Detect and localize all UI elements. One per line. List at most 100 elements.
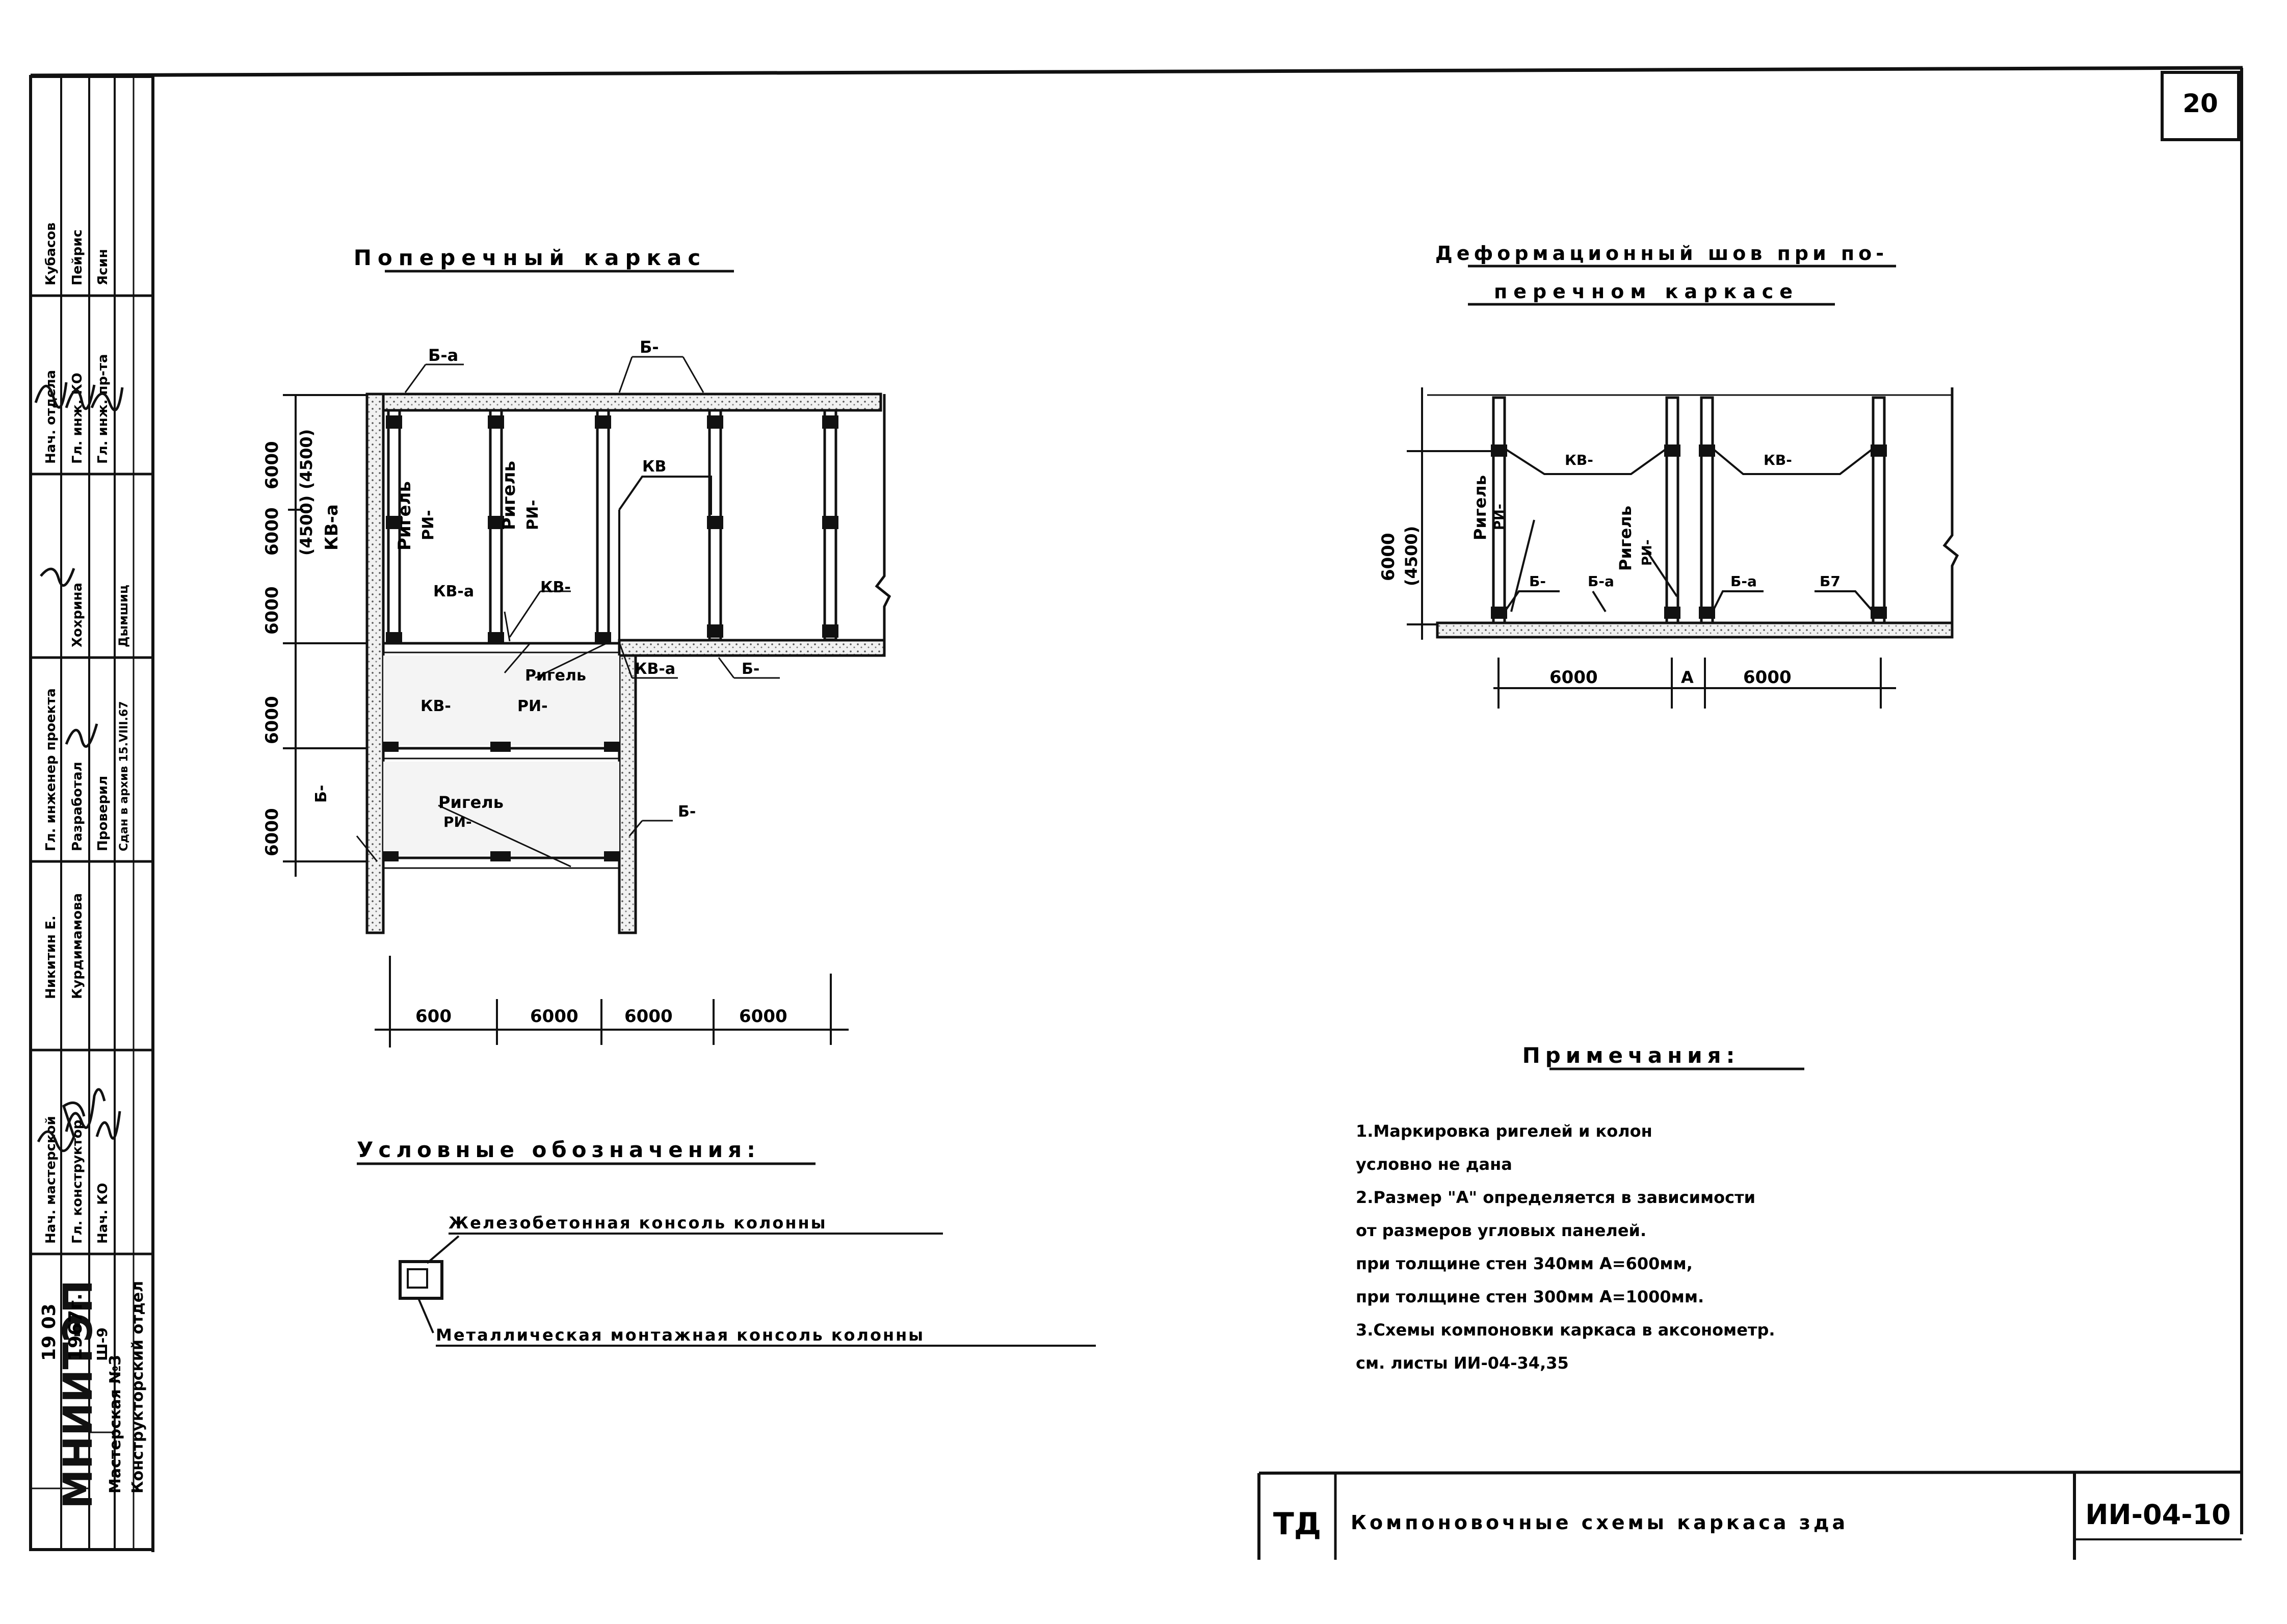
dim-h-3: 6000 xyxy=(624,1006,673,1027)
legend-title: Условные обозначения: xyxy=(357,1137,760,1162)
notes-line-1: 1.Маркировка ригелей и колон xyxy=(1356,1121,1652,1141)
legend-symbol-metal xyxy=(407,1268,428,1289)
notes-title: Примечания: xyxy=(1522,1043,1740,1068)
joint-dim-horizontal xyxy=(1493,658,1896,709)
label-rigel-1: Ригель xyxy=(395,481,415,551)
label-kb-2: КВ- xyxy=(540,579,571,596)
legend-item-concrete: Железобетонная консоль колонны xyxy=(449,1213,827,1233)
stamp-name-5: Кубасов xyxy=(43,222,59,285)
joint-label-rigel-b: РИ- xyxy=(1492,504,1507,530)
label-rigel-low-b: РИ- xyxy=(443,814,472,830)
stamp-name-3: Хохрина xyxy=(70,583,85,647)
stamp-dept-line1: Мастерская №3 xyxy=(107,1355,124,1494)
dim-h-2: 6000 xyxy=(530,1006,579,1027)
title-block-text: Компоновочные схемы каркаса зда xyxy=(1351,1511,1848,1534)
label-kv-left: КВ- xyxy=(420,697,451,715)
joint-label-b-a2: Б-а xyxy=(1730,573,1757,590)
label-beam-top-1: Б-а xyxy=(428,346,458,365)
stamp-block: МНИИТЭП Мастерская №3 Конструкторский от… xyxy=(29,75,154,1551)
drawing-code: ИИ-04-10 xyxy=(2085,1499,2231,1531)
dim-v-4: 6000 xyxy=(262,507,282,556)
title-block: ТД Компоновочные схемы каркаса зда ИИ-04… xyxy=(1257,1473,2242,1560)
stamp-number: 19 03 xyxy=(39,1303,60,1361)
label-b-left-low: Б- xyxy=(312,785,330,803)
label-rigel-2b: РИ- xyxy=(524,500,542,530)
stamp-date-col: Сдан в архив 15.VIII.67 xyxy=(118,701,130,851)
notes-line-8: см. листы ИИ-04-34,35 xyxy=(1356,1353,1569,1373)
joint-dim-v-2: (4500) xyxy=(1402,526,1421,586)
label-b-mid: Б- xyxy=(742,660,759,678)
joint-label-rigel-2: Ригель xyxy=(1616,506,1635,571)
joint-dim-vertical xyxy=(1407,387,1493,640)
notes-line-3: 2.Размер "А" определяется в зависимости xyxy=(1356,1188,1755,1207)
stamp-name-1: Никитин Е. xyxy=(43,915,59,999)
label-kv-a-mid: КВ-а xyxy=(635,660,675,678)
dim-v-5: (4500) xyxy=(297,495,316,556)
notes-line-6: при толщине стен 300мм А=1000мм. xyxy=(1356,1287,1704,1306)
stamp-name-2: Курдимамова xyxy=(70,893,85,999)
label-rigel-low: Ригель xyxy=(438,793,504,812)
stamp-role-9: Гл. инж. пр-та xyxy=(95,354,111,464)
title-block-prefix: ТД xyxy=(1273,1506,1321,1542)
column-consoles xyxy=(383,415,838,861)
transverse-frame-drawing: Поперечный каркас xyxy=(262,245,891,1047)
sheet-frame xyxy=(30,66,2243,1552)
label-rigel-mid: Ригель xyxy=(525,667,586,685)
notes-line-5: при толщине стен 340мм А=600мм, xyxy=(1356,1254,1693,1273)
joint-dim-h-3: 6000 xyxy=(1743,667,1792,688)
stamp-sheet-no: Ш-9 xyxy=(94,1327,111,1361)
notes: Примечания: 1.Маркировка ригелей и колон… xyxy=(1356,1043,1804,1373)
stamp-org: МНИИТЭП xyxy=(56,1280,101,1509)
dim-v-6: 6000 xyxy=(262,441,282,489)
dim-vertical-left xyxy=(283,394,367,877)
label-rigel-mid-b: РИ- xyxy=(517,697,548,715)
joint-label-rigel: Ригель xyxy=(1470,475,1490,540)
joint-label-kv-2: КВ- xyxy=(1764,452,1792,468)
expansion-joint-drawing: Деформационный шов при по- перечном карк… xyxy=(1378,242,1959,709)
notes-line-2: условно не дана xyxy=(1356,1155,1512,1174)
dim-v-1: 6000 xyxy=(262,808,282,856)
joint-label-b-7: Б7 xyxy=(1820,573,1841,590)
dim-v-3: 6000 xyxy=(262,586,282,635)
stamp-name-4: Дымшиц xyxy=(116,585,130,647)
dim-v-2: 6000 xyxy=(262,696,282,744)
transverse-title: Поперечный каркас xyxy=(354,245,707,270)
joint-dim-h-1: 6000 xyxy=(1549,667,1598,688)
notes-line-7: 3.Схемы компоновки каркаса в аксонометр. xyxy=(1356,1320,1775,1340)
stamp-role-6: Проверил xyxy=(95,776,111,851)
label-kb-1: КВ xyxy=(642,458,666,476)
joint-label-b-a: Б-а xyxy=(1588,573,1614,590)
stamp-name-6: Пейрис xyxy=(70,229,85,285)
stamp-role-8: Гл. инж. КО xyxy=(70,373,85,464)
stamp-role-7: Нач. отдела xyxy=(43,370,59,464)
joint-dim-h-2: A xyxy=(1681,668,1694,687)
label-kb-a-1: КВ-а xyxy=(322,504,342,551)
label-b-right-low: Б- xyxy=(678,803,696,821)
dim-h-4: 6000 xyxy=(739,1006,787,1027)
page-number: 20 xyxy=(2183,89,2218,118)
stamp-year: 1967г. xyxy=(65,1293,86,1361)
stamp-role-1: Нач. мастерской xyxy=(43,1116,59,1244)
joint-dim-v-1: 6000 xyxy=(1378,533,1399,581)
dim-horizontal-left xyxy=(375,956,849,1047)
leaders-left xyxy=(356,356,780,868)
label-rigel-2: Ригель xyxy=(499,461,519,530)
columns-upper xyxy=(387,409,837,644)
joint-title-line1: Деформационный шов при по- xyxy=(1435,242,1888,265)
legend: Условные обозначения: Железобетонная кон… xyxy=(357,1137,1096,1347)
legend-item-metal: Металлическая монтажная консоль колонны xyxy=(436,1325,925,1345)
stamp-dept-line2: Конструкторский отдел xyxy=(129,1281,147,1494)
notes-line-4: от размеров угловых панелей. xyxy=(1356,1221,1646,1240)
signatures xyxy=(34,382,124,1152)
stamp-name-7: Ясин xyxy=(95,249,111,285)
label-rigel-1b: РИ- xyxy=(419,510,437,540)
stamp-role-3: Нач. КО xyxy=(95,1183,111,1244)
dim-h-1: 600 xyxy=(415,1006,452,1027)
stamp-role-5: Разработал xyxy=(70,762,85,851)
joint-title-line2: перечном каркасе xyxy=(1494,280,1799,303)
page-number-box: 20 xyxy=(2161,71,2240,141)
label-kb-a-2: КВ-а xyxy=(433,583,474,600)
joint-label-kv-1: КВ- xyxy=(1565,452,1593,468)
joint-label-rigel-2b: РИ- xyxy=(1640,539,1655,566)
